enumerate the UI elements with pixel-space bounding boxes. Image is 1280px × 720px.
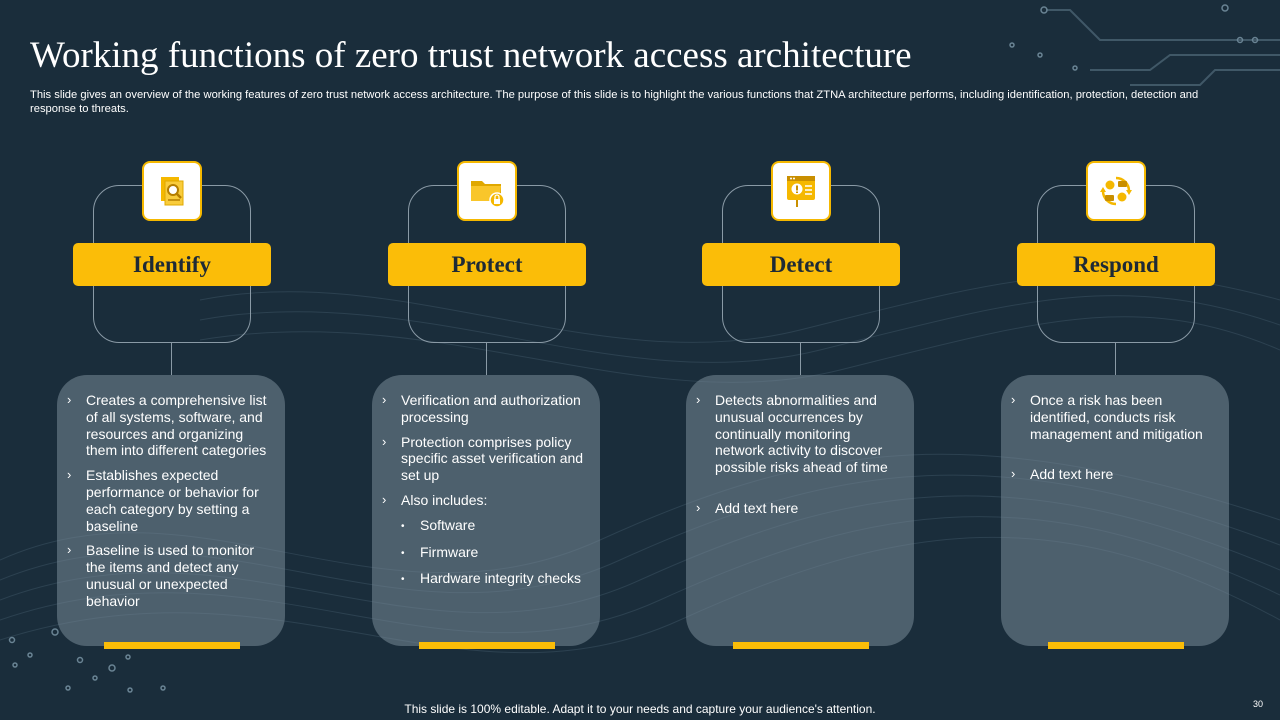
slide-footer: This slide is 100% editable. Adapt it to… xyxy=(404,702,876,716)
support-cycle-icon xyxy=(1086,161,1146,221)
chevron-right-icon: › xyxy=(696,392,701,407)
chevron-right-icon: › xyxy=(382,392,387,407)
list-item: ›Detects abnormalities and unusual occur… xyxy=(696,392,888,476)
sub-list-item: •Hardware integrity checks xyxy=(382,570,584,589)
chevron-right-icon: › xyxy=(67,392,72,407)
column-card: ›Verification and authorization processi… xyxy=(372,375,600,646)
chevron-right-icon: › xyxy=(382,491,387,507)
circuit-dots xyxy=(8,4,1259,693)
column-detect: Detect ›Detects abnormalities and unusua… xyxy=(686,0,916,720)
card-accent-bar xyxy=(1048,642,1184,649)
sub-list-item: •Firmware xyxy=(382,544,584,563)
column-identify: Identify ›Creates a comprehensive list o… xyxy=(57,0,287,720)
folder-lock-icon xyxy=(457,161,517,221)
page-number: 30 xyxy=(1253,699,1264,709)
sub-list-item: •Software xyxy=(382,517,584,536)
list-item: ›Once a risk has been identified, conduc… xyxy=(1011,392,1203,442)
bullet-icon: • xyxy=(401,547,405,559)
list-item: ›Add text here xyxy=(1011,466,1114,483)
column-label: Detect xyxy=(702,243,900,286)
list-item: ›Verification and authorization processi… xyxy=(382,392,581,425)
chevron-right-icon: › xyxy=(1011,466,1016,482)
browser-alert-icon xyxy=(771,161,831,221)
column-respond: Respond ›Once a risk has been identified… xyxy=(1001,0,1231,720)
card-accent-bar xyxy=(104,642,240,649)
chevron-right-icon: › xyxy=(67,467,72,483)
column-card: ›Detects abnormalities and unusual occur… xyxy=(686,375,914,646)
slide-title: Working functions of zero trust network … xyxy=(30,35,912,76)
column-label: Identify xyxy=(73,243,271,286)
column-protect: Protect ›Verification and authorization … xyxy=(372,0,602,720)
document-search-icon xyxy=(142,161,202,221)
list-item: ›Add text here xyxy=(696,499,799,516)
column-card: ›Creates a comprehensive list of all sys… xyxy=(57,375,285,646)
column-connector xyxy=(800,343,801,375)
column-label: Respond xyxy=(1017,243,1215,286)
card-accent-bar xyxy=(419,642,555,649)
list-item: ›Creates a comprehensive list of all sys… xyxy=(67,392,267,459)
list-item: ›Establishes expected performance or beh… xyxy=(67,467,259,534)
column-card: ›Once a risk has been identified, conduc… xyxy=(1001,375,1229,646)
chevron-right-icon: › xyxy=(67,542,72,558)
circuit-lines xyxy=(1046,9,1280,86)
list-item: ›Baseline is used to monitor the items a… xyxy=(67,542,255,609)
chevron-right-icon: › xyxy=(1011,392,1016,407)
column-label: Protect xyxy=(388,243,586,286)
chevron-right-icon: › xyxy=(382,433,387,449)
list-item: ›Protection comprises policy specific as… xyxy=(382,433,584,484)
card-accent-bar xyxy=(733,642,869,649)
column-connector xyxy=(171,343,172,375)
slide-subtitle: This slide gives an overview of the work… xyxy=(30,89,1199,115)
bullet-icon: • xyxy=(401,520,405,532)
column-connector xyxy=(1115,343,1116,375)
chevron-right-icon: › xyxy=(696,499,701,515)
list-item: ›Also includes: xyxy=(382,491,488,508)
column-connector xyxy=(486,343,487,375)
bullet-icon: • xyxy=(401,574,405,586)
